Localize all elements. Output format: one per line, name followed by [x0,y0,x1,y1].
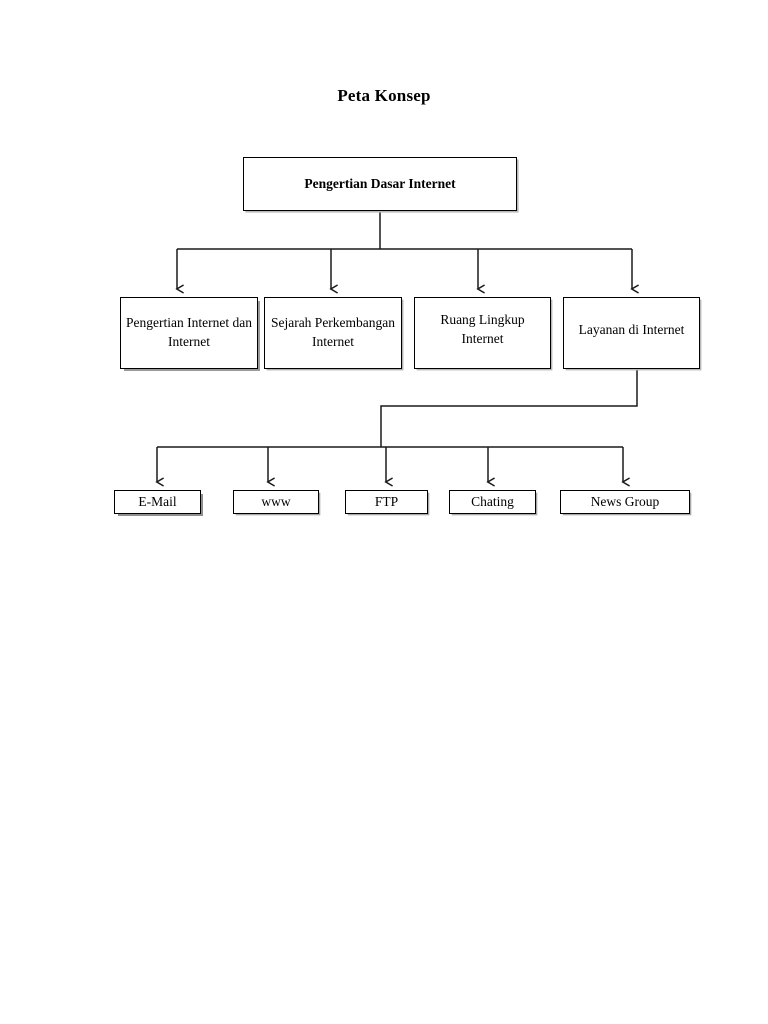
node-ruang-lingkup-internet[interactable]: Ruang Lingkup Internet [414,297,551,369]
node-chating[interactable]: Chating [449,490,536,514]
node-label: www [261,493,291,509]
edge-layanan-to-level3 [380,369,638,447]
node-label: Sejarah Perkembangan Internet [270,315,396,349]
node-pengertian-dasar-internet[interactable]: Pengertian Dasar Internet [243,157,517,211]
node-ftp[interactable]: FTP [345,490,428,514]
node-news-group[interactable]: News Group [560,490,690,514]
node-label: News Group [590,493,660,509]
node-sejarah-perkembangan-internet[interactable]: Sejarah Perkembangan Internet [264,297,402,369]
node-label: Layanan di Internet [578,321,685,337]
node-e-mail[interactable]: E-Mail [114,490,201,514]
node-label: Pengertian Internet dan Internet [126,315,252,349]
node-www[interactable]: www [233,490,319,514]
node-label: FTP [374,493,399,509]
node-layanan-di-internet[interactable]: Layanan di Internet [563,297,700,369]
node-label: Pengertian Dasar Internet [304,175,456,191]
node-pengertian-internet-dan-internet[interactable]: Pengertian Internet dan Internet [120,297,258,369]
page-title: Peta Konsep [337,86,431,105]
node-label: E-Mail [138,493,177,509]
node-label: Chating [471,493,514,509]
node-label: Ruang Lingkup Internet [440,312,525,346]
